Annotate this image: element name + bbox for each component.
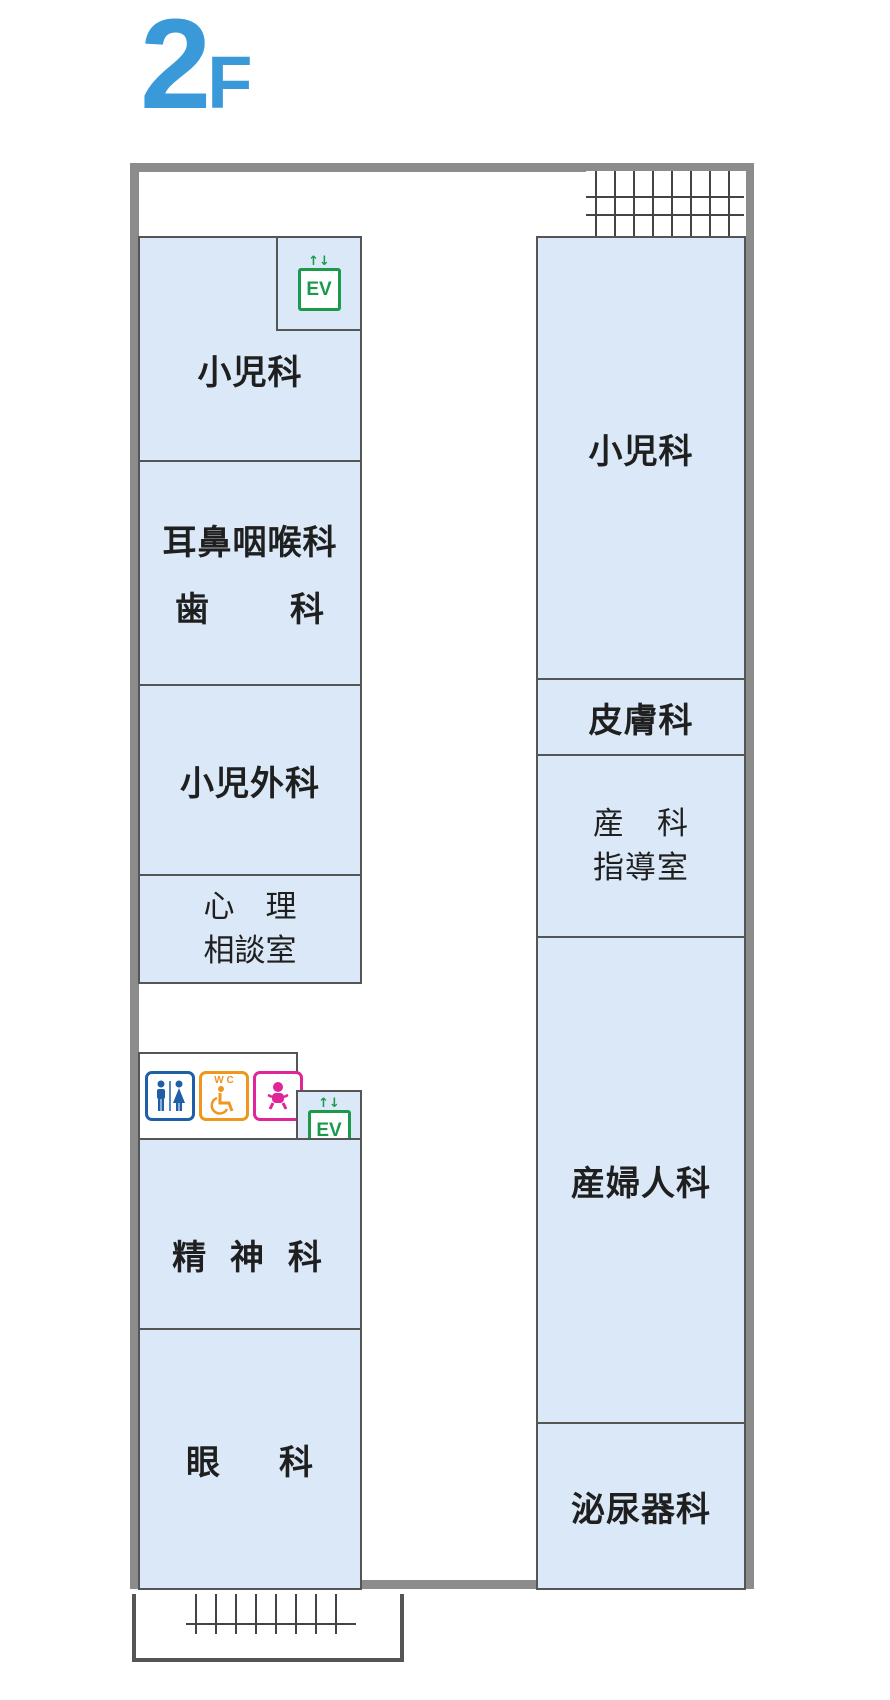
room-urology-label: 泌尿器科 (571, 1489, 711, 1530)
room-obgyn: 産婦人科 (536, 936, 746, 1424)
room-dentistry-row: 歯 科 (175, 582, 325, 631)
elevator-arrows-icon-2: ↑↓ (318, 1095, 340, 1111)
restroom-icon (145, 1071, 195, 1121)
floor-unit: F (207, 41, 253, 124)
room-counseling: 心 理 相談室 (138, 874, 362, 984)
room-pediatric-surgery-label: 小児外科 (180, 763, 320, 804)
wc-label: W C (214, 1075, 234, 1086)
room-ophthalmology-label-b: 科 (279, 1442, 314, 1483)
room-ent-dentistry: 耳鼻咽喉科 歯 科 (138, 460, 362, 686)
floor-label: 2F (140, 0, 252, 140)
room-ophthalmology: 眼 科 (138, 1328, 362, 1590)
room-obstetric-guidance-label-b: 指導室 (593, 850, 689, 886)
room-ent-label: 耳鼻咽喉科 (162, 523, 338, 563)
wheelchair-icon: W C (199, 1071, 249, 1121)
room-dermatology-label: 皮膚科 (588, 700, 694, 741)
room-pediatrics-left-label: 小児科 (197, 352, 303, 393)
stairs-bottom-graphic (186, 1594, 356, 1634)
room-counseling-label-a: 心 理 (203, 889, 297, 925)
room-obstetric-guidance: 産 科 指導室 (536, 754, 746, 938)
room-pediatrics-right: 小児科 (536, 236, 746, 680)
elevator-top: ↑↓ EV (276, 236, 362, 331)
room-dentistry-label-a: 歯 (175, 590, 210, 630)
elevator-icon: EV (297, 268, 341, 311)
room-obgyn-label: 産婦人科 (571, 1163, 711, 1204)
room-ophthalmology-row: 眼 科 (186, 1435, 314, 1484)
room-dentistry-label-b: 科 (290, 590, 325, 630)
room-urology: 泌尿器科 (536, 1422, 746, 1590)
room-psychiatry: 精 神 科 (138, 1138, 362, 1330)
room-obstetric-guidance-label-a: 産 科 (593, 806, 689, 842)
stairs-bottom (132, 1594, 404, 1662)
room-pediatric-surgery: 小児外科 (138, 684, 362, 876)
stairs-top (586, 171, 746, 237)
room-pediatrics-right-label: 小児科 (588, 431, 694, 472)
room-dermatology: 皮膚科 (536, 678, 746, 756)
stairs-top-graphic (586, 171, 744, 237)
room-psychiatry-label: 精 神 科 (172, 1237, 328, 1278)
room-ophthalmology-label-a: 眼 (186, 1442, 221, 1483)
floor-number: 2 (140, 0, 211, 136)
elevator-arrows-icon: ↑↓ (308, 254, 330, 269)
restroom-icons: W C (145, 1071, 303, 1121)
room-counseling-label-b: 相談室 (203, 933, 297, 969)
